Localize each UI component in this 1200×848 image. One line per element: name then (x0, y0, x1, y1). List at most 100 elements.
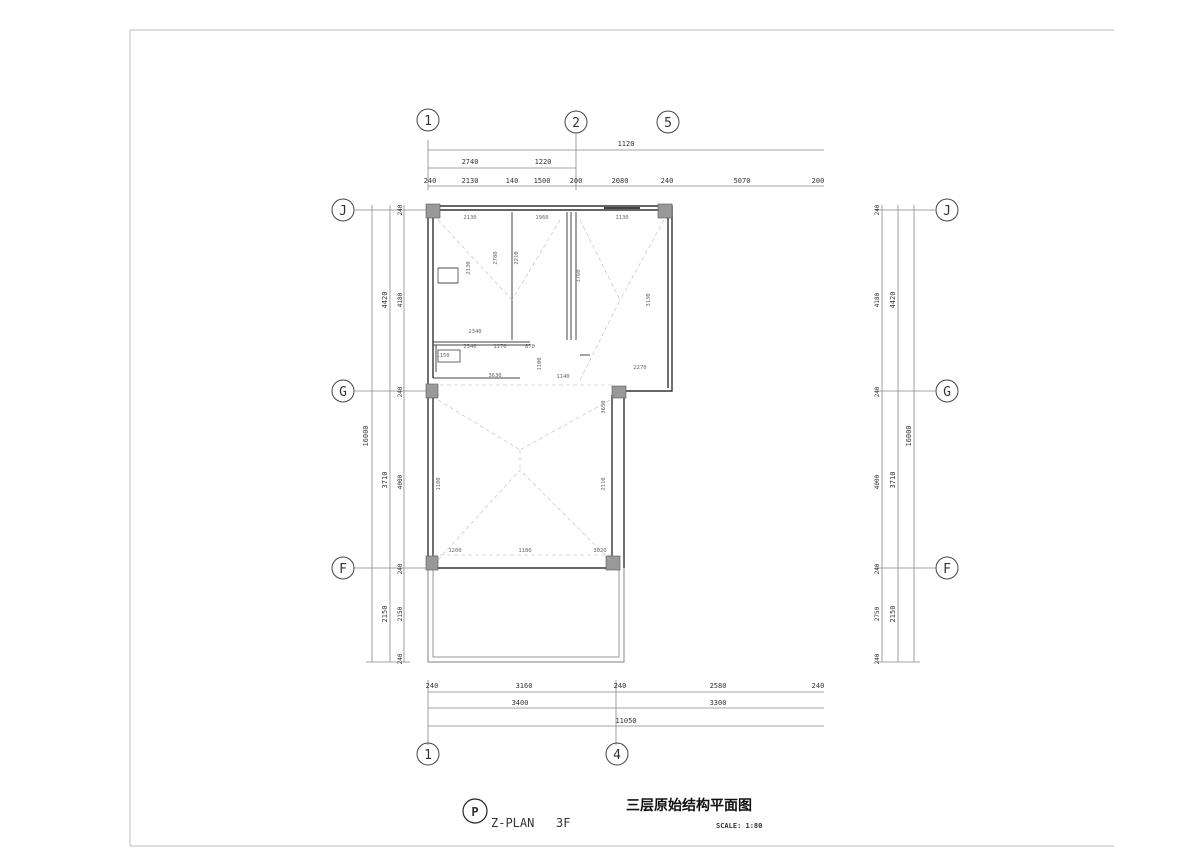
svg-text:200: 200 (570, 177, 583, 185)
dim-left-inner: 240 4180 240 4000 240 2150 240 (397, 204, 404, 664)
svg-text:4180: 4180 (397, 292, 404, 307)
structural-columns (425, 203, 673, 571)
svg-text:240: 240 (397, 563, 404, 574)
right-dimension-lines (875, 205, 936, 663)
top-dimension-lines (427, 132, 824, 190)
svg-text:1100: 1100 (537, 357, 543, 370)
svg-text:4: 4 (613, 748, 621, 763)
svg-text:2150: 2150 (889, 606, 897, 623)
svg-text:J: J (339, 204, 347, 219)
grid-bubble-left-G: G (331, 379, 355, 403)
svg-text:F: F (943, 562, 951, 577)
dim-bottom-row1: 240 3160 240 2580 240 (426, 682, 825, 690)
dim-right-mid: 4420 3710 2150 (889, 292, 897, 623)
svg-text:2580: 2580 (710, 682, 727, 690)
grid-bubble-right-G: G (935, 379, 959, 403)
svg-text:2130: 2130 (462, 177, 479, 185)
grid-bubble-top-5: 5 (656, 110, 680, 134)
svg-text:1500: 1500 (534, 177, 551, 185)
room-dimension-labels: 2130 1960 1130 2130 2780 2210 2340 3760 … (436, 215, 652, 554)
svg-text:G: G (339, 385, 347, 400)
svg-text:2210: 2210 (514, 251, 520, 264)
grid-bubble-left-J: J (331, 198, 355, 222)
svg-text:2270: 2270 (633, 365, 646, 371)
svg-text:4000: 4000 (874, 474, 881, 489)
dim-top-row1-a: 2740 (462, 158, 479, 166)
dim-right-outer: 16000 (905, 425, 913, 446)
plan-name: Z-PLAN (491, 816, 534, 830)
svg-text:5: 5 (664, 116, 672, 131)
svg-text:2150: 2150 (397, 606, 404, 621)
grid-bubble-left-F: F (331, 556, 355, 580)
svg-text:2080: 2080 (612, 177, 629, 185)
dim-left-mid: 4420 3710 2150 (381, 292, 389, 623)
svg-text:240: 240 (812, 682, 825, 690)
dim-bottom-row2-b: 3300 (710, 699, 727, 707)
exterior-walls (427, 205, 673, 663)
grid-bubble-bottom-4: 4 (605, 742, 629, 766)
left-dimension-lines (354, 205, 428, 663)
svg-text:870: 870 (525, 344, 535, 350)
svg-text:4420: 4420 (889, 292, 897, 309)
svg-text:240: 240 (874, 653, 881, 664)
svg-text:200: 200 (812, 177, 825, 185)
drawing-title: 三层原始结构平面图 (626, 797, 752, 814)
grid-bubble-right-J: J (935, 198, 959, 222)
svg-text:240: 240 (397, 204, 404, 215)
svg-text:1140: 1140 (556, 374, 569, 380)
svg-text:1170: 1170 (493, 344, 506, 350)
svg-text:3630: 3630 (488, 373, 501, 379)
svg-text:2780: 2780 (493, 251, 499, 264)
svg-text:240: 240 (874, 204, 881, 215)
svg-text:240: 240 (397, 653, 404, 664)
svg-text:1: 1 (424, 114, 432, 129)
svg-text:2110: 2110 (601, 477, 607, 490)
svg-text:240: 240 (397, 386, 404, 397)
sheet-frame (129, 29, 1114, 847)
svg-text:3710: 3710 (889, 472, 897, 489)
svg-text:4420: 4420 (381, 292, 389, 309)
svg-text:140: 140 (506, 177, 519, 185)
interior-walls (433, 207, 640, 379)
svg-text:2150: 2150 (381, 606, 389, 623)
svg-text:240: 240 (874, 563, 881, 574)
svg-text:3760: 3760 (576, 269, 582, 282)
svg-text:3710: 3710 (381, 472, 389, 489)
svg-text:1960: 1960 (535, 215, 548, 221)
svg-text:P: P (471, 805, 478, 819)
dim-top-overall: 1120 (618, 140, 635, 148)
svg-text:2: 2 (572, 116, 580, 131)
svg-text:3650: 3650 (601, 400, 607, 413)
grid-bubble-right-F: F (935, 556, 959, 580)
svg-text:1200: 1200 (448, 548, 461, 554)
svg-text:2750: 2750 (874, 606, 881, 621)
window-marks (437, 267, 461, 363)
svg-text:1180: 1180 (518, 548, 531, 554)
roof-hip-lines (433, 219, 665, 561)
svg-text:2130: 2130 (466, 261, 472, 274)
svg-text:F: F (339, 562, 347, 577)
svg-text:240: 240 (614, 682, 627, 690)
svg-text:J: J (943, 204, 951, 219)
grid-bubble-bottom-1: 1 (416, 742, 440, 766)
svg-text:G: G (943, 385, 951, 400)
svg-text:240: 240 (874, 386, 881, 397)
svg-text:240: 240 (661, 177, 674, 185)
svg-text:2130: 2130 (463, 215, 476, 221)
svg-text:1180: 1180 (436, 477, 442, 490)
dim-right-inner: 240 4180 240 4000 240 2750 240 (874, 204, 881, 664)
dim-bottom-overall: 11050 (615, 717, 636, 725)
svg-text:240: 240 (424, 177, 437, 185)
svg-text:2340: 2340 (463, 344, 476, 350)
plan-tag: P Z-PLAN 3F (462, 798, 570, 830)
grid-bubble-top-2: 2 (564, 110, 588, 134)
dim-top-row1-b: 1220 (535, 158, 552, 166)
svg-text:4180: 4180 (874, 292, 881, 307)
svg-text:240: 240 (426, 682, 439, 690)
bottom-dimension-lines (427, 680, 824, 745)
grid-bubble-top-1: 1 (416, 108, 440, 132)
svg-text:1: 1 (424, 748, 432, 763)
svg-text:2340: 2340 (468, 329, 481, 335)
svg-text:1150: 1150 (436, 353, 449, 359)
